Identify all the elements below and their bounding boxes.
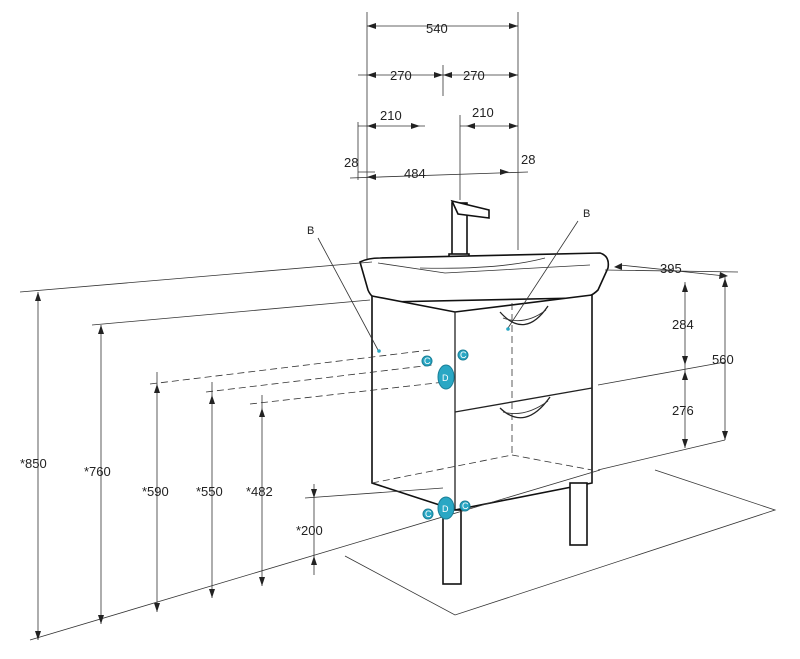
washbasin: [359, 252, 610, 303]
legs: [442, 482, 588, 585]
top-dimensions: [349, 12, 529, 262]
marker-b-right: B: [583, 208, 590, 220]
connection-points: [421, 349, 471, 520]
dim-cabinet-height: 560: [712, 352, 734, 367]
dim-edge-left: 28: [344, 155, 358, 170]
height-dimensions: [19, 261, 446, 640]
dim-upper-drawer: 284: [672, 317, 694, 332]
faucet: [448, 199, 490, 261]
dim-depth: 395: [660, 261, 682, 276]
dim-height-590: *590: [142, 484, 169, 499]
dim-height-200: *200: [296, 523, 323, 538]
dim-offset-right: 210: [472, 105, 494, 120]
connector-c-bottom-left: C: [425, 509, 432, 519]
dim-height-760: *760: [84, 464, 111, 479]
connector-c-bottom-right: C: [462, 501, 469, 511]
dim-half-right: 270: [463, 68, 485, 83]
dim-half-left: 270: [390, 68, 412, 83]
dim-offset-left: 210: [380, 108, 402, 123]
cabinet-body: [371, 294, 593, 511]
dim-inner-width: 484: [404, 166, 426, 181]
connector-d-bottom: D: [442, 504, 449, 514]
dim-total-height: *850: [20, 456, 47, 471]
connector-c-right: C: [460, 350, 467, 360]
dim-edge-right: 28: [521, 152, 535, 167]
floor-outline: [29, 469, 777, 641]
connector-c-left: C: [424, 356, 431, 366]
right-dimensions: [597, 263, 739, 471]
dim-width-total: 540: [426, 21, 448, 36]
markers: [317, 220, 579, 353]
connector-d-top: D: [442, 373, 449, 383]
dim-lower-drawer: 276: [672, 403, 694, 418]
dim-height-550: *550: [196, 484, 223, 499]
marker-b-left: B: [307, 225, 314, 237]
dim-height-482: *482: [246, 484, 273, 499]
